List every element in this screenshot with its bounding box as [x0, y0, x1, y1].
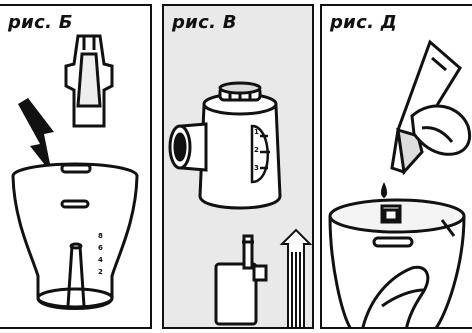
- down-arrow-icon: [18, 98, 54, 174]
- medication-fill-illustration: [322, 6, 472, 329]
- caption-fig-d: рис. Д: [330, 12, 397, 33]
- panel-fig-c: рис. В 1 2 3: [162, 4, 314, 329]
- drop-icon: [381, 182, 387, 198]
- svg-text:2: 2: [254, 146, 259, 154]
- svg-text:4: 4: [98, 256, 103, 264]
- nebulizer-assembly-illustration: 1 2 3: [164, 6, 314, 329]
- svg-text:3: 3: [254, 164, 259, 172]
- svg-text:2: 2: [98, 268, 103, 276]
- svg-text:1: 1: [254, 128, 259, 136]
- svg-text:6: 6: [98, 244, 103, 252]
- nebulizer-cup-insert-illustration: 8 6 4 2: [0, 6, 152, 329]
- up-arrow-icon: [282, 230, 310, 329]
- medicine-cup: [13, 164, 137, 309]
- mouthpiece: [170, 124, 206, 170]
- panel-fig-d: рис. Д: [320, 4, 472, 329]
- cup-piece: [216, 236, 266, 324]
- panel-fig-b: рис. Б 8 6 4 2: [0, 4, 152, 329]
- caption-fig-b: рис. Б: [8, 12, 73, 33]
- insert-piece: [66, 36, 112, 126]
- svg-text:8: 8: [98, 232, 103, 240]
- caption-fig-c: рис. В: [172, 12, 237, 33]
